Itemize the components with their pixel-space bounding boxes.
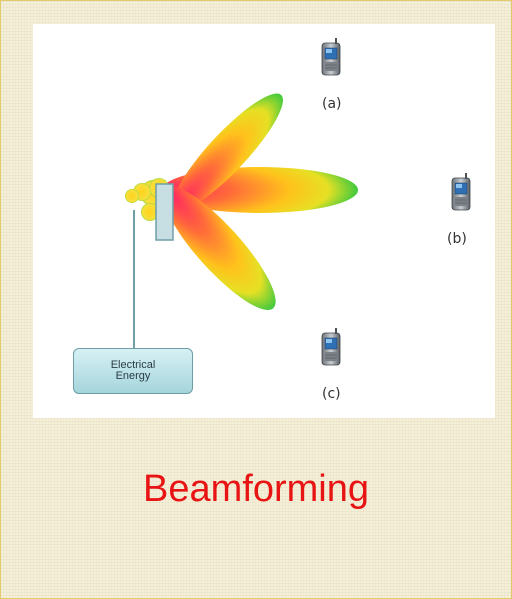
mobile-phone-icon [321,327,341,366]
beam-diagram [125,37,471,366]
electrical-energy-box: Electrical Energy [73,348,193,394]
lower-beam-lobe [162,186,276,310]
phone-label-a: (a) [322,96,342,112]
phone-label-c: (c) [322,386,341,402]
mobile-phone-icon [451,172,471,211]
energy-label-line2: Energy [115,370,151,382]
slide-caption: Beamforming [143,468,369,510]
upper-beam-lobe [173,93,283,211]
mobile-phone-icon [321,37,341,76]
phone-label-b: (b) [447,231,467,247]
antenna-icon [155,183,174,241]
beamforming-figure: Electrical Energy (a) (b) (c) [33,24,495,418]
energy-label-line1: Electrical [110,359,156,371]
